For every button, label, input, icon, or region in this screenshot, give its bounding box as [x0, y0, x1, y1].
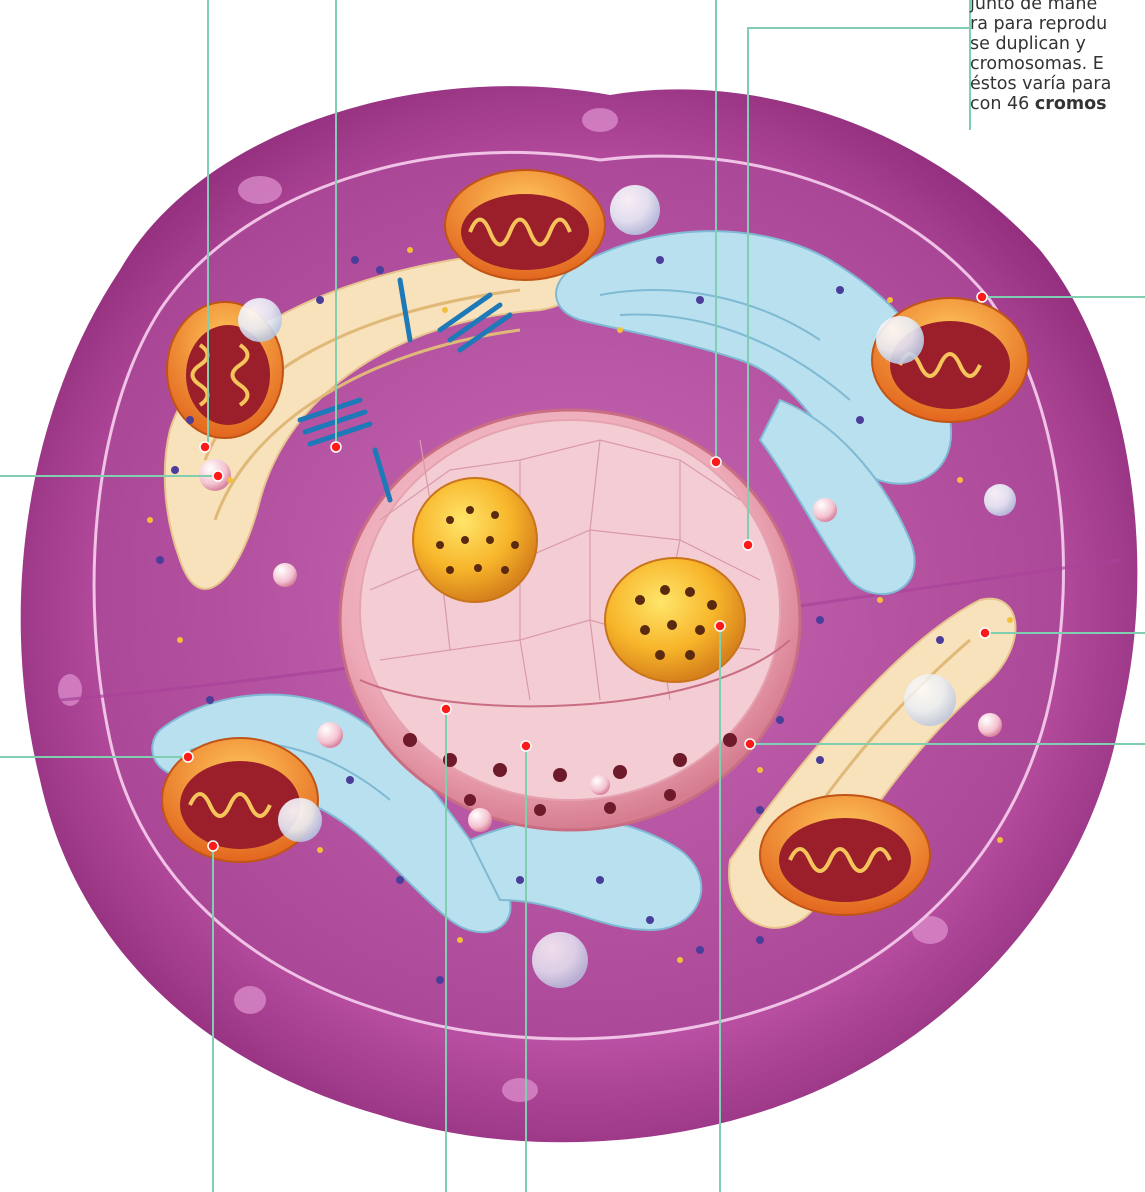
- callout-dot-11: [441, 704, 451, 714]
- mitochondrion-top: [445, 170, 605, 280]
- callout-dot-3: [711, 457, 721, 467]
- caption-line-1: junto de mane: [970, 0, 1145, 14]
- callout-dot-9: [183, 752, 193, 762]
- caption-line-6-bold: cromos: [1035, 94, 1107, 114]
- callout-dot-1: [200, 442, 210, 452]
- callout-dot-2: [331, 442, 341, 452]
- mitochondrion-bottom-right: [760, 795, 930, 915]
- caption-line-6: con 46 cromos: [970, 94, 1145, 114]
- nucleolus-2: [605, 558, 745, 682]
- caption-text: junto de mane ra para reprodu se duplica…: [970, 0, 1145, 114]
- caption-line-3: se duplican y: [970, 34, 1145, 54]
- callout-dot-10: [208, 841, 218, 851]
- callout-dot-5: [213, 471, 223, 481]
- caption-line-5: éstos varía para: [970, 74, 1145, 94]
- callout-dot-7: [980, 628, 990, 638]
- nucleolus-1: [413, 478, 537, 602]
- callout-dot-6: [977, 292, 987, 302]
- callout-dot-13: [715, 621, 725, 631]
- callout-dot-4: [743, 540, 753, 550]
- caption-line-2: ra para reprodu: [970, 14, 1145, 34]
- callout-dot-8: [745, 739, 755, 749]
- caption-line-4: cromosomas. E: [970, 54, 1145, 74]
- callout-dot-12: [521, 741, 531, 751]
- caption-line-6-prefix: con 46: [970, 94, 1035, 114]
